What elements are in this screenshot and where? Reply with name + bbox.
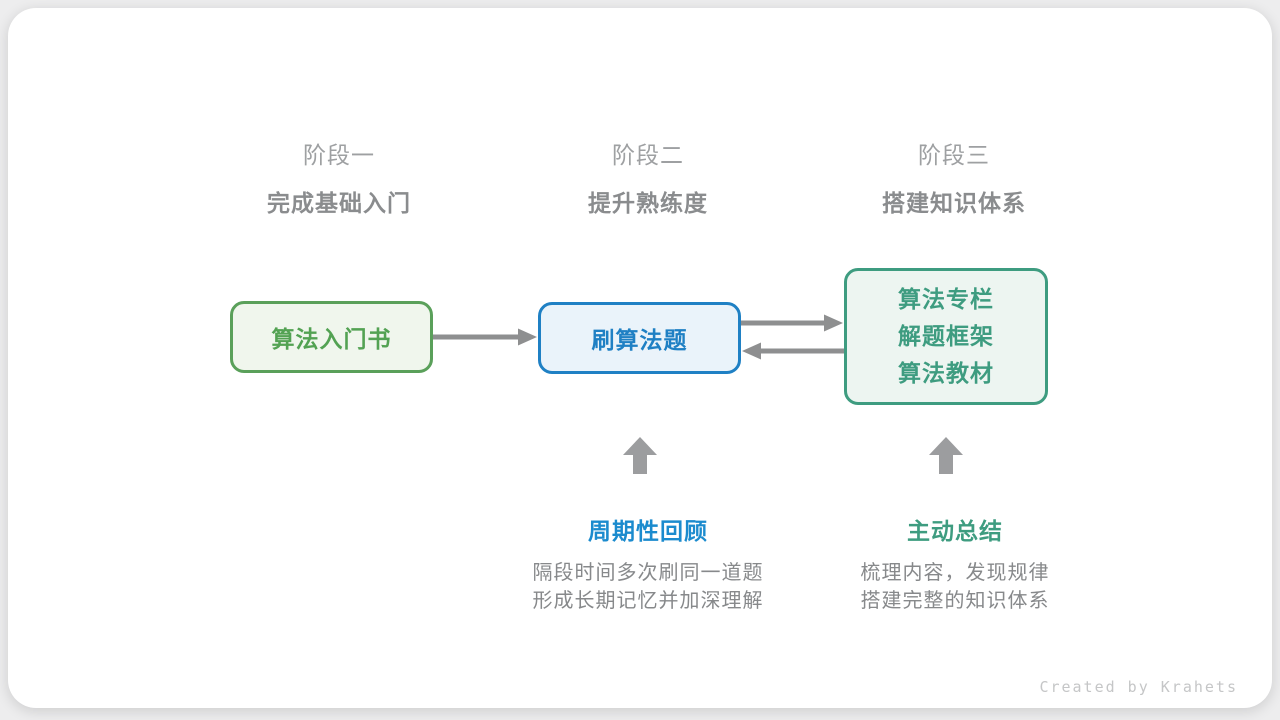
- stage-2-title: 阶段二: [612, 142, 684, 168]
- up-arrow-review-icon: [623, 437, 657, 474]
- note-summary-title: 主动总结: [907, 518, 1003, 544]
- note-review-desc-line-2: 形成长期记忆并加深理解: [532, 590, 764, 612]
- note-review-desc: 隔段时间多次刷同一道题 形成长期记忆并加深理解: [533, 559, 764, 615]
- arrow-book-to-practice-icon: [433, 328, 537, 346]
- node-practice-problems: 刷算法题: [538, 302, 741, 374]
- up-arrow-summary-icon: [929, 437, 963, 474]
- note-summary-desc: 梳理内容，发现规律 搭建完整的知识体系: [861, 559, 1050, 615]
- stage-1-subtitle: 完成基础入门: [267, 190, 411, 216]
- note-summary-desc-line-1: 梳理内容，发现规律: [860, 562, 1050, 584]
- credit-text: Created by Krahets: [1039, 678, 1238, 696]
- arrow-practice-to-resources-icon: [741, 314, 843, 332]
- note-review-desc-line-1: 隔段时间多次刷同一道题: [532, 562, 764, 584]
- node-intro-book: 算法入门书: [230, 301, 433, 373]
- stage-3-title: 阶段三: [918, 142, 990, 168]
- node-resource-framework-label: 解题框架: [898, 323, 994, 349]
- arrow-resources-to-practice-icon: [742, 342, 844, 360]
- node-knowledge-resources: 算法专栏 解题框架 算法教材: [844, 268, 1048, 405]
- stage-3-subtitle: 搭建知识体系: [882, 190, 1026, 216]
- note-summary-desc-line-2: 搭建完整的知识体系: [860, 590, 1050, 612]
- node-intro-book-label: 算法入门书: [271, 326, 392, 352]
- stage-2-subtitle: 提升熟练度: [588, 190, 708, 216]
- diagram-card: 阶段一 完成基础入门 阶段二 提升熟练度 阶段三 搭建知识体系 算法入门书 刷算…: [8, 8, 1272, 708]
- note-review-title: 周期性回顾: [588, 518, 708, 544]
- stage-1-title: 阶段一: [303, 142, 375, 168]
- node-practice-problems-label: 刷算法题: [591, 327, 688, 353]
- node-resource-column-label: 算法专栏: [898, 286, 994, 312]
- node-resource-textbook-label: 算法教材: [898, 360, 994, 386]
